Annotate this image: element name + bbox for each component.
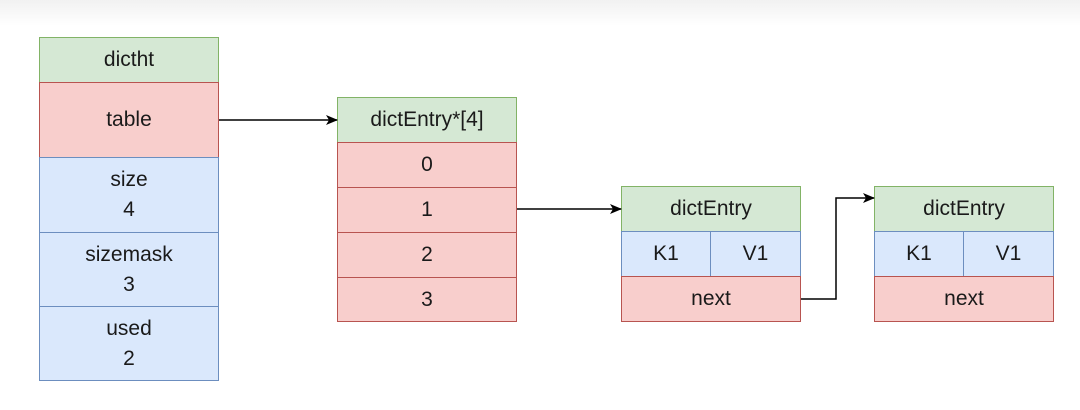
entry-2-value: V1 [963,231,1054,277]
dictht-used-label: used [106,316,152,340]
entry-value-label: V1 [742,242,769,265]
array-slot-label: 3 [421,287,433,311]
dictht-table-label: table [106,108,152,131]
dictht-size-field: size 4 [39,157,219,233]
dictht-header: dictht [39,37,219,83]
entry-key-label: K1 [906,242,932,265]
dictht-size-value: 4 [123,198,135,221]
entry-2-header: dictEntry [874,186,1054,232]
entry-1-next: next [621,276,801,322]
dictht-header-label: dictht [103,48,155,71]
array-slot-label: 2 [421,243,433,266]
dictht-table-field: table [39,82,219,158]
entry-value-label: V1 [995,242,1022,265]
array-slot-3: 3 [337,277,517,322]
entry-next-label: next [944,287,984,310]
entry-key-label: K1 [653,242,679,265]
next-to-entry-arrow [801,193,875,300]
array-header-label: dictEntry*[4] [370,108,484,131]
dictht-used-field: used 2 [39,306,219,381]
dictht-sizemask-label: sizemask [85,242,173,266]
entry-header-label: dictEntry [923,197,1005,220]
entry-next-label: next [691,287,731,310]
dictht-sizemask-value: 3 [123,272,135,296]
entry-2-next: next [874,276,1054,322]
entry-2-key: K1 [874,231,964,277]
array-slot-1: 1 [337,187,517,233]
dictht-sizemask-field: sizemask 3 [39,232,219,307]
array-slot-2: 2 [337,232,517,278]
array-slot-label: 0 [421,153,433,176]
dictht-size-label: size [110,168,148,191]
array-slot-label: 1 [421,198,433,221]
array-slot-0: 0 [337,142,517,188]
entry-1-header: dictEntry [621,186,801,232]
dictht-used-value: 2 [123,346,135,370]
entry-header-label: dictEntry [670,197,752,220]
top-shadow [0,0,1080,26]
